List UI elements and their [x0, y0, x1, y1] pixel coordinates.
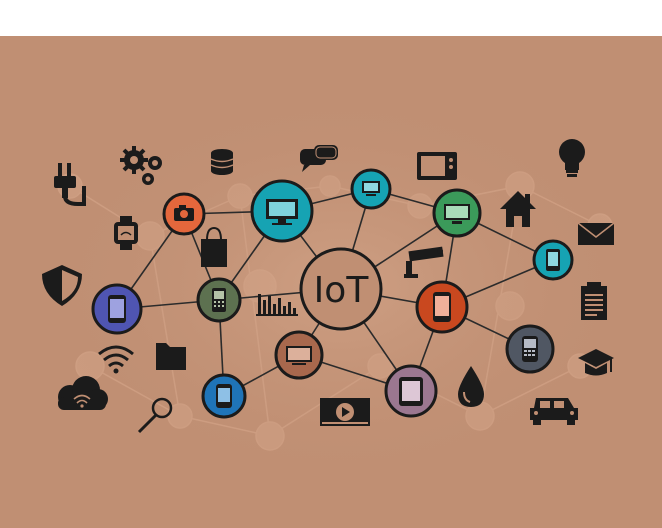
node-phone-slate: [505, 324, 555, 374]
security-camera-icon: [404, 246, 444, 278]
smartwatch-icon: [114, 216, 138, 250]
wifi-icon: [98, 345, 134, 374]
hub-label: IoT: [314, 270, 370, 311]
house-icon: [500, 191, 536, 227]
node-monitor-teal: [250, 179, 314, 243]
node-phone-olive: [196, 277, 242, 323]
iot-hub: IoT: [299, 247, 383, 331]
node-monitor-green: [432, 188, 482, 238]
gears-icon: [120, 146, 162, 185]
shopping-bag-icon: [201, 226, 227, 267]
node-phone-purple: [91, 283, 143, 335]
node-camera-orange: [162, 192, 206, 236]
bar-chart-icon: [256, 294, 298, 316]
chat-icon: [300, 145, 338, 172]
iot-network-illustration: IoT: [0, 36, 662, 528]
title-strip: [0, 0, 662, 36]
node-tablet-mauve: [384, 364, 438, 418]
database-icon: [210, 149, 234, 175]
node-monitor-brown: [274, 330, 324, 380]
node-phone-rust: [415, 280, 469, 334]
folder-icon: [156, 343, 186, 370]
node-phone-teal-right: [532, 239, 574, 281]
video-player-icon: [320, 398, 370, 426]
light-bulb-icon: [559, 139, 585, 177]
envelope-icon: [577, 222, 615, 245]
cloud-icon: [58, 376, 108, 410]
water-drop-icon: [458, 366, 484, 407]
node-phone-blue: [201, 373, 247, 419]
clipboard-icon: [581, 282, 607, 320]
magnifier-icon: [137, 397, 173, 434]
graduation-cap-icon: [578, 349, 614, 376]
microwave-icon: [417, 152, 457, 180]
shield-icon: [42, 265, 82, 306]
node-monitor-teal-small: [350, 168, 392, 210]
car-icon: [530, 398, 578, 425]
plug-icon: [54, 163, 86, 206]
